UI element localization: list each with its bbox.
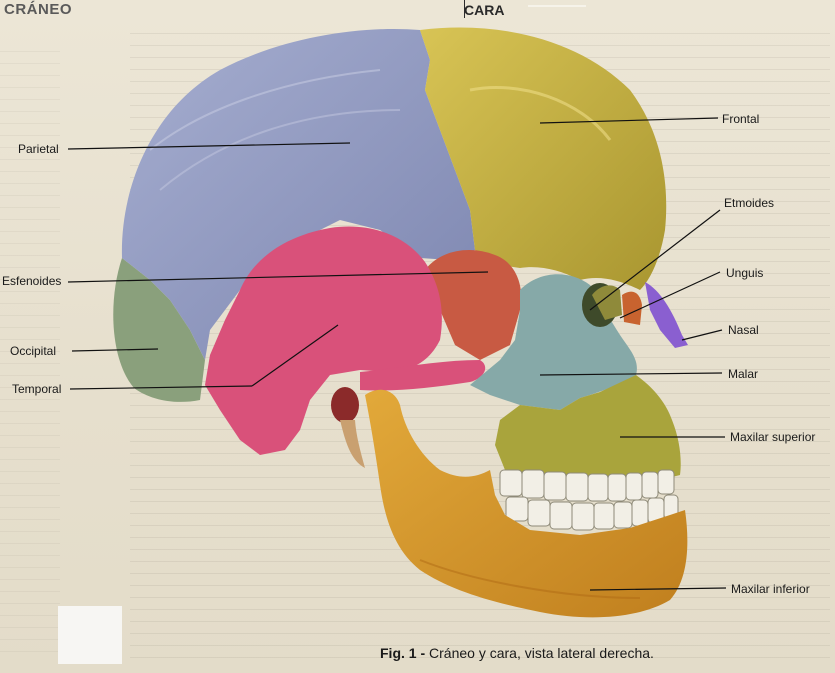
label-occipital: Occipital <box>10 344 57 358</box>
label-maxilar-superior: Maxilar superior <box>730 430 816 444</box>
label-parietal: Parietal <box>18 142 59 156</box>
label-temporal: Temporal <box>12 382 62 396</box>
caption-fig-number: Fig. 1 - <box>380 645 426 661</box>
maxilar-superior-bone <box>495 375 681 485</box>
label-frontal: Frontal <box>722 112 760 126</box>
blank-overlay-box <box>58 606 122 664</box>
label-esfenoides: Esfenoides <box>2 274 62 288</box>
label-etmoides: Etmoides <box>724 196 775 210</box>
frontal-bone <box>420 27 667 290</box>
leader-lines <box>67 117 727 591</box>
header-cara: CARA <box>464 2 505 18</box>
parietal-bone <box>121 28 475 360</box>
maxilar-inferior-bone <box>365 389 688 618</box>
caption-text: Cráneo y cara, vista lateral derecha. <box>429 645 654 661</box>
unguis-bone <box>622 291 642 325</box>
label-unguis: Unguis <box>726 266 764 280</box>
etmoides-bone <box>592 285 622 320</box>
occipital-bone <box>113 258 205 402</box>
teeth <box>499 469 679 531</box>
label-nasal: Nasal <box>728 323 759 337</box>
header-divider <box>464 0 465 18</box>
esfenoides-bone <box>425 250 522 360</box>
label-malar: Malar <box>728 367 759 381</box>
header-craneo: CRÁNEO <box>4 1 73 18</box>
header-rule <box>528 5 586 7</box>
background-text-texture-left <box>0 40 60 660</box>
nasal-bone <box>645 282 688 348</box>
label-maxilar-inferior: Maxilar inferior <box>731 582 810 596</box>
temporal-bone <box>205 226 442 455</box>
figure-caption: Fig. 1 - Cráneo y cara, vista lateral de… <box>380 645 654 661</box>
